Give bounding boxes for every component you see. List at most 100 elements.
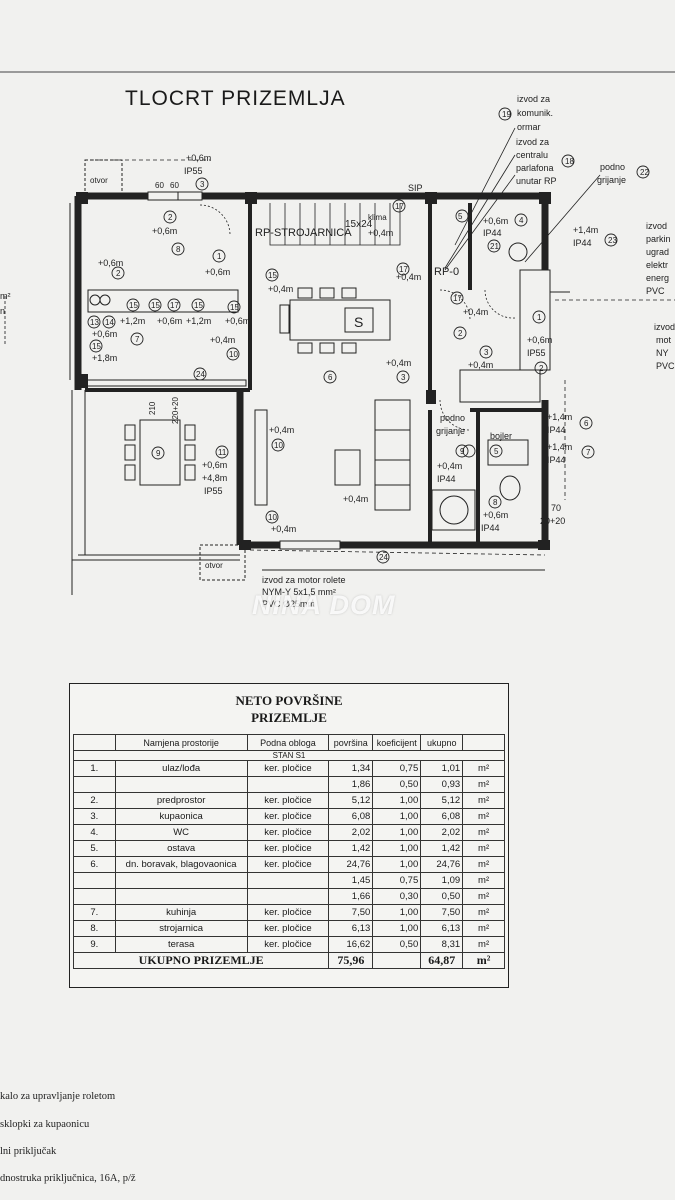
cell-floor: ker. pločice — [246, 824, 330, 841]
dim-60-a: 60 — [155, 181, 164, 190]
cell-m: m² — [462, 920, 505, 937]
cell-name — [114, 872, 248, 889]
cell-area: 24,76 — [328, 856, 374, 873]
parlafon-3: parlafona — [516, 163, 554, 173]
staircase — [269, 203, 401, 246]
marker-18c: 17 — [453, 294, 462, 303]
total-row: UKUPNO PRIZEMLJE 75,96 64,87 m² — [72, 952, 505, 969]
cell-coef: 1,00 — [372, 824, 422, 841]
cell-no: 6. — [73, 856, 116, 873]
marker-11: 11 — [218, 448, 227, 457]
marker-3c: 3 — [401, 373, 406, 382]
marker-5: 5 — [458, 212, 463, 221]
cell-m: m² — [462, 904, 505, 921]
marker-15f: 15 — [92, 342, 101, 351]
floor-plan: otvor otvor 15x24 klima RP-STROJARNICA R… — [0, 71, 675, 609]
h-04-e: +0,4m — [468, 360, 493, 370]
cell-name: WC — [114, 824, 248, 841]
bathroom-fixtures — [431, 242, 529, 531]
cell-area: 6,13 — [328, 920, 374, 937]
col-podna: Podna obloga — [246, 734, 330, 751]
cell-area: 16,62 — [328, 936, 374, 953]
cell-area: 2,02 — [328, 824, 374, 841]
cell-m: m² — [462, 872, 505, 889]
cell-total: 7,50 — [420, 904, 464, 921]
ip44-a: IP44 — [483, 228, 502, 238]
legend-1: kalo za upravljanje roletom — [0, 1091, 116, 1102]
h-06-j: +0,6m — [202, 460, 227, 470]
marker-10b: 10 — [274, 441, 283, 450]
cell-name: predprostor — [114, 792, 248, 809]
marker-2: 2 — [168, 213, 173, 222]
cell-area: 5,12 — [328, 792, 374, 809]
cell-m: m² — [462, 936, 505, 953]
dining-table — [279, 287, 391, 354]
h-14-b: +1,4m — [547, 412, 572, 422]
legend-3: lni priključak — [0, 1146, 57, 1157]
area-table: NETO POVRŠINE PRIZEMLJE Namjena prostori… — [69, 683, 509, 988]
h-48: +4,8m — [202, 473, 227, 483]
table-title: NETO POVRŠINE — [235, 693, 343, 708]
marker-24b: 24 — [379, 553, 388, 562]
cell-no: 5. — [73, 840, 116, 857]
h-06-k: +0,6m — [483, 510, 508, 520]
h-06-e: +0,6m — [483, 216, 508, 226]
col-namjena: Namjena prostorije — [114, 734, 248, 751]
cell-no: 7. — [73, 904, 116, 921]
marker-18: 17 — [395, 202, 404, 211]
cell-name: kupaonica — [114, 808, 248, 825]
marker-7b: 7 — [586, 448, 591, 457]
cell-m: m² — [462, 840, 505, 857]
marker-2b: 2 — [116, 269, 121, 278]
parlafon-4: unutar RP — [516, 176, 557, 186]
marker-21: 21 — [490, 242, 499, 251]
ip44-b: IP44 — [573, 238, 592, 248]
cell-coef: 0,30 — [372, 888, 422, 905]
motor-rolete-3: PVC Ø25mm — [262, 599, 315, 609]
cell-area: 1,34 — [328, 760, 374, 777]
col-ukupno: ukupno — [420, 734, 464, 751]
legend-2: sklopki za kupaonicu — [0, 1119, 90, 1130]
marker-1b: 1 — [537, 313, 542, 322]
parlafon-2: centralu — [516, 150, 548, 160]
marker-9: 9 — [156, 449, 161, 458]
cell-no: 9. — [73, 936, 116, 953]
cell-area: 1,86 — [328, 776, 374, 793]
cell-name: kuhinja — [114, 904, 248, 921]
h-04-g: +0,4m — [386, 358, 411, 368]
bojler-label: bojler — [490, 431, 512, 441]
dim-60-b: 60 — [170, 181, 179, 190]
cell-m: m² — [462, 888, 505, 905]
rp-0-label: RP-0 — [434, 266, 459, 278]
marker-5b: 5 — [494, 447, 499, 456]
cell-m: m² — [462, 776, 505, 793]
marker-22: 22 — [640, 168, 649, 177]
h-14-c: +1,4m — [547, 442, 572, 452]
h-04-b: +0,4m — [368, 228, 393, 238]
cell-area: 1,66 — [328, 888, 374, 905]
marker-18b: 17 — [399, 265, 408, 274]
parking-4: elektr — [646, 260, 668, 270]
cell-floor — [246, 776, 330, 793]
cell-floor: ker. pločice — [246, 760, 330, 777]
marker-1: 1 — [217, 252, 222, 261]
watermark: NINA DOM — [252, 590, 396, 620]
h-04-h: +0,4m — [269, 425, 294, 435]
marker-20: 19 — [502, 110, 511, 119]
cell-no: 2. — [73, 792, 116, 809]
marker-15e: 15 — [230, 303, 239, 312]
ip44-d: IP44 — [547, 425, 566, 435]
cell-floor: ker. pločice — [246, 808, 330, 825]
cell-coef: 1,00 — [372, 792, 422, 809]
cell-floor: ker. pločice — [246, 904, 330, 921]
cell-no — [73, 888, 116, 905]
cell-coef: 0,50 — [372, 936, 422, 953]
parking-5: energ — [646, 273, 669, 283]
